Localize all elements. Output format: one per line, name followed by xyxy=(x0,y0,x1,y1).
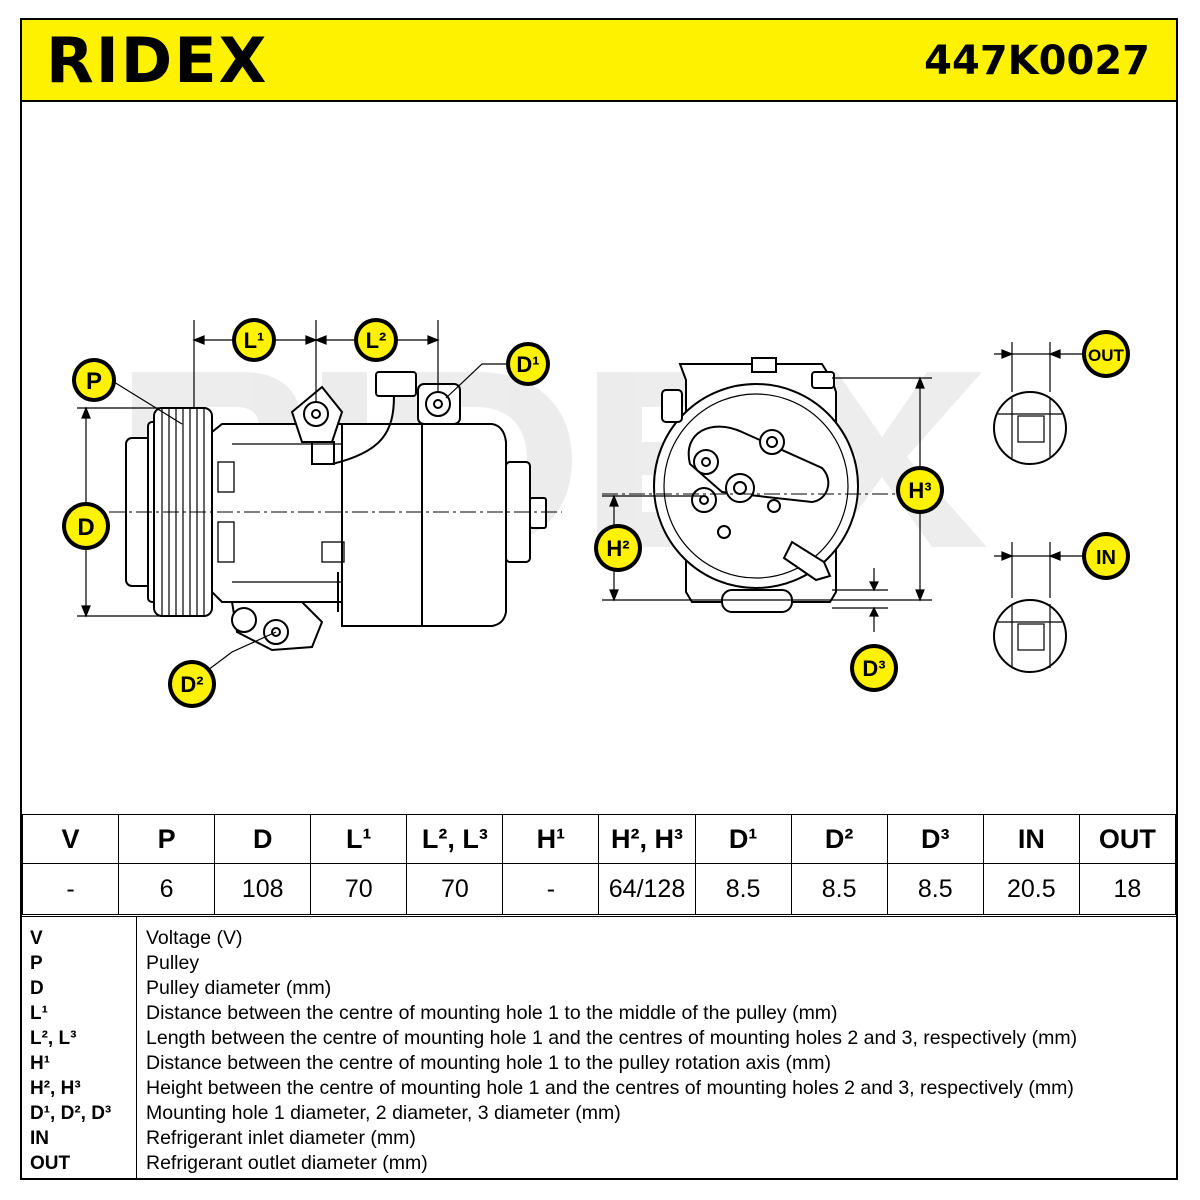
compressor-side-view xyxy=(125,371,547,652)
legend-row: L², L³ Length between the centre of moun… xyxy=(22,1026,1176,1051)
legend-row: IN Refrigerant inlet diameter (mm) xyxy=(22,1126,1176,1151)
legend-row: D¹, D², D³ Mounting hole 1 diameter, 2 d… xyxy=(22,1101,1176,1126)
spec-header: H¹ xyxy=(502,814,600,864)
legend-code: D xyxy=(30,978,44,999)
legend-code: P xyxy=(30,953,43,974)
legend-code: L¹ xyxy=(30,1003,48,1024)
inlet-dimension xyxy=(994,542,1088,598)
legend-code: V xyxy=(30,928,43,949)
legend-desc: Pulley xyxy=(146,952,200,974)
label-d: D xyxy=(77,514,94,541)
legend-row: H², H³ Height between the centre of moun… xyxy=(22,1076,1176,1101)
legend-row: D Pulley diameter (mm) xyxy=(22,976,1176,1001)
spec-value: 6 xyxy=(118,863,216,915)
legend-code: L², L³ xyxy=(30,1028,77,1049)
legend-desc: Length between the centre of mounting ho… xyxy=(146,1027,1078,1049)
dimension-d3 xyxy=(832,568,888,632)
spec-value: 70 xyxy=(406,863,504,915)
legend-desc: Voltage (V) xyxy=(146,927,243,949)
spec-value: 70 xyxy=(310,863,408,915)
label-bubble-d1: D¹ xyxy=(506,342,550,386)
spec-table-value-row: - 6 108 70 70 - 64/128 8.5 8.5 8.5 20.5 … xyxy=(21,863,1177,915)
legend-desc: Distance between the centre of mounting … xyxy=(146,1052,832,1074)
spec-header: OUT xyxy=(1078,814,1177,864)
label-l2: L² xyxy=(366,328,387,353)
spec-table: V P D L¹ L², L³ H¹ H², H³ D¹ D² D³ IN OU… xyxy=(21,814,1177,915)
legend-row: H¹ Distance between the centre of mounti… xyxy=(22,1051,1176,1076)
spec-sheet: RIDEX 447K0027 xyxy=(20,18,1178,1180)
legend-row: OUT Refrigerant outlet diameter (mm) xyxy=(22,1151,1176,1176)
spec-header: D³ xyxy=(886,814,984,864)
spec-header: L², L³ xyxy=(406,814,504,864)
legend-desc: Refrigerant inlet diameter (mm) xyxy=(146,1127,416,1149)
label-out: OUT xyxy=(1088,346,1125,365)
legend-code: H², H³ xyxy=(30,1078,81,1099)
inlet-fitting xyxy=(993,599,1067,673)
spec-value: 20.5 xyxy=(982,863,1080,915)
spec-table-header-row: V P D L¹ L², L³ H¹ H², H³ D¹ D² D³ IN OU… xyxy=(21,814,1177,864)
legend-desc: Pulley diameter (mm) xyxy=(146,977,332,999)
spec-value: 18 xyxy=(1078,863,1177,915)
label-p: P xyxy=(86,368,102,395)
label-bubble-d3: D³ xyxy=(850,644,898,692)
legend-row: V Voltage (V) xyxy=(22,926,1176,951)
spec-value: - xyxy=(21,863,120,915)
label-bubble-h2: H² xyxy=(594,524,642,572)
legend-divider xyxy=(136,917,137,1179)
label-d2: D² xyxy=(180,672,203,697)
label-bubble-d: D xyxy=(62,502,110,550)
outlet-fitting xyxy=(993,391,1067,465)
spec-value: 8.5 xyxy=(790,863,888,915)
brand-logo: RIDEX xyxy=(46,24,269,97)
spec-header: D xyxy=(214,814,312,864)
part-number: 447K0027 xyxy=(924,38,1150,84)
spec-value: 8.5 xyxy=(886,863,984,915)
label-bubble-p: P xyxy=(72,358,116,402)
spec-header: V xyxy=(21,814,120,864)
label-bubble-in: IN xyxy=(1082,532,1130,580)
compressor-diagram: P D L¹ L² D¹ D² xyxy=(62,318,1130,708)
label-bubble-l2: L² xyxy=(354,318,398,362)
technical-drawing: P D L¹ L² D¹ D² xyxy=(22,102,1176,814)
label-bubble-h3: H³ xyxy=(896,466,944,514)
label-d3: D³ xyxy=(862,656,885,681)
spec-header: IN xyxy=(982,814,1080,864)
label-bubble-d2: D² xyxy=(168,660,216,708)
dimension-h2-h3 xyxy=(602,376,932,602)
legend-desc: Height between the centre of mounting ho… xyxy=(146,1077,1074,1099)
spec-value: 8.5 xyxy=(694,863,792,915)
legend-code: D¹, D², D³ xyxy=(30,1103,112,1124)
spec-value: 64/128 xyxy=(598,863,696,915)
label-d1: D¹ xyxy=(516,352,539,377)
legend-desc: Distance between the centre of mounting … xyxy=(146,1002,838,1024)
legend-desc: Mounting hole 1 diameter, 2 diameter, 3 … xyxy=(146,1102,621,1124)
spec-header: L¹ xyxy=(310,814,408,864)
label-h2: H² xyxy=(606,536,629,561)
spec-header: P xyxy=(118,814,216,864)
legend-row: L¹ Distance between the centre of mounti… xyxy=(22,1001,1176,1026)
outlet-dimension xyxy=(994,342,1088,392)
spec-value: 108 xyxy=(214,863,312,915)
label-bubble-out: OUT xyxy=(1082,330,1130,378)
legend-code: H¹ xyxy=(30,1053,51,1074)
label-in: IN xyxy=(1096,547,1116,569)
legend-code: IN xyxy=(30,1128,49,1149)
compressor-front-view xyxy=(653,357,859,613)
legend-desc: Refrigerant outlet diameter (mm) xyxy=(146,1152,428,1174)
legend-row: P Pulley xyxy=(22,951,1176,976)
spec-header: D¹ xyxy=(694,814,792,864)
label-bubble-l1: L¹ xyxy=(232,318,276,362)
spec-value: - xyxy=(502,863,600,915)
legend-code: OUT xyxy=(30,1153,71,1174)
label-h3: H³ xyxy=(908,478,931,503)
spec-header: D² xyxy=(790,814,888,864)
label-l1: L¹ xyxy=(244,328,265,353)
legend-table: V Voltage (V) P Pulley D Pulley diameter… xyxy=(22,916,1176,1179)
spec-header: H², H³ xyxy=(598,814,696,864)
header-bar: RIDEX 447K0027 xyxy=(22,20,1176,102)
